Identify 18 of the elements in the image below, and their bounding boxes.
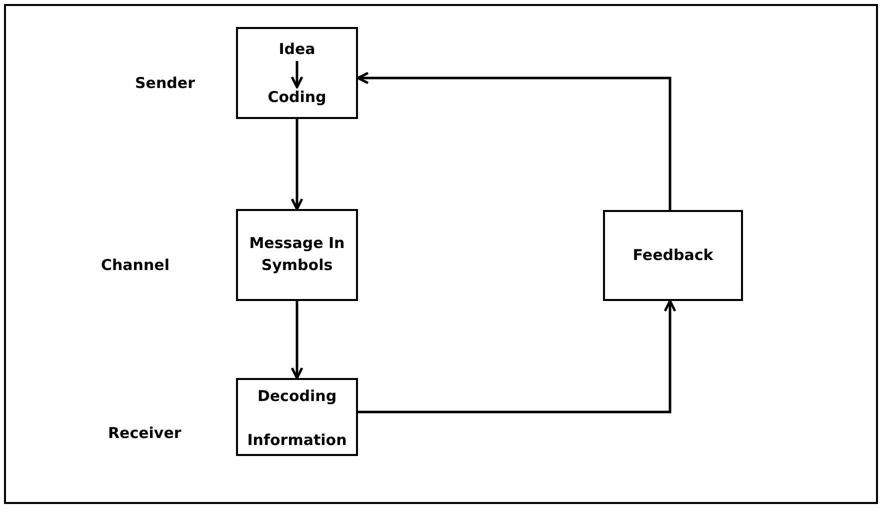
step-text: Coding [238,87,356,109]
box-text: Message In Symbols [248,233,346,276]
process-box [236,378,358,456]
arrow [290,119,304,210]
role-label: Channel [101,256,170,274]
step-text: Idea [238,39,356,61]
arrow [290,301,304,380]
arrow [290,61,304,88]
process-box [236,27,358,119]
step-text: Decoding [238,386,356,408]
role-label: Sender [135,74,195,92]
arrow [356,72,672,210]
box-text: Feedback [632,244,714,266]
process-box [236,209,358,301]
process-box [603,210,743,301]
step-text: Information [238,430,356,452]
role-label: Receiver [108,424,182,442]
arrow [358,300,676,414]
